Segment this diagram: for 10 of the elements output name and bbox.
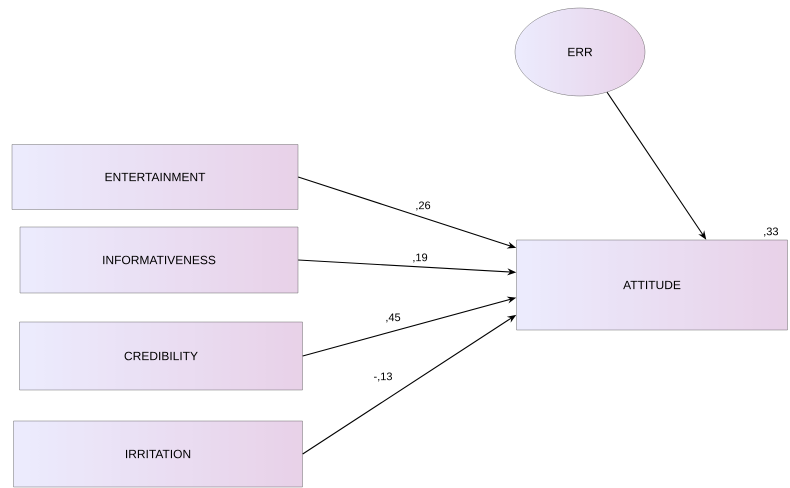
edge-label: ,19	[411, 252, 429, 264]
edge-label: -,13	[372, 371, 394, 383]
edge-label: ,26	[414, 200, 432, 212]
variable-box: IRRITATION	[13, 420, 303, 488]
coefficient-label: ,33	[764, 228, 778, 237]
variable-box: INFORMATIVENESS	[20, 226, 298, 294]
variable-box: ENTERTAINMENT	[12, 144, 298, 210]
edge-label: ,45	[384, 312, 402, 324]
variable-box: ATTITUDE	[516, 240, 788, 330]
variable-box: CREDIBILITY	[19, 322, 303, 390]
